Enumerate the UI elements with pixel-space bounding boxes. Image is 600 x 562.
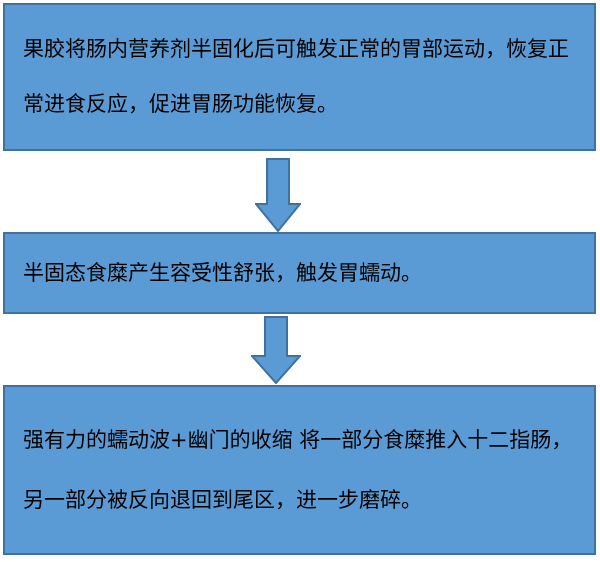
- down-arrow-1: [255, 158, 301, 232]
- flow-step-1-text: 果胶将肠内营养剂半固化后可触发正常的胃部运动，恢复正常进食反应，促进胃肠功能恢复…: [23, 37, 569, 116]
- flow-step-2-text: 半固态食糜产生容受性舒张，触发胃蠕动。: [23, 261, 422, 285]
- down-arrow-2-shape: [251, 316, 301, 384]
- down-arrow-1-shape: [255, 158, 301, 232]
- flow-step-2: 半固态食糜产生容受性舒张，触发胃蠕动。: [3, 232, 596, 314]
- flow-step-1: 果胶将肠内营养剂半固化后可触发正常的胃部运动，恢复正常进食反应，促进胃肠功能恢复…: [3, 3, 596, 151]
- flow-step-3-text: 强有力的蠕动波+幽门的收缩 将一部分食糜推入十二指肠，另一部分被反向退回到尾区，…: [23, 428, 573, 512]
- down-arrow-2: [251, 316, 301, 384]
- flow-step-3: 强有力的蠕动波+幽门的收缩 将一部分食糜推入十二指肠，另一部分被反向退回到尾区，…: [3, 385, 596, 555]
